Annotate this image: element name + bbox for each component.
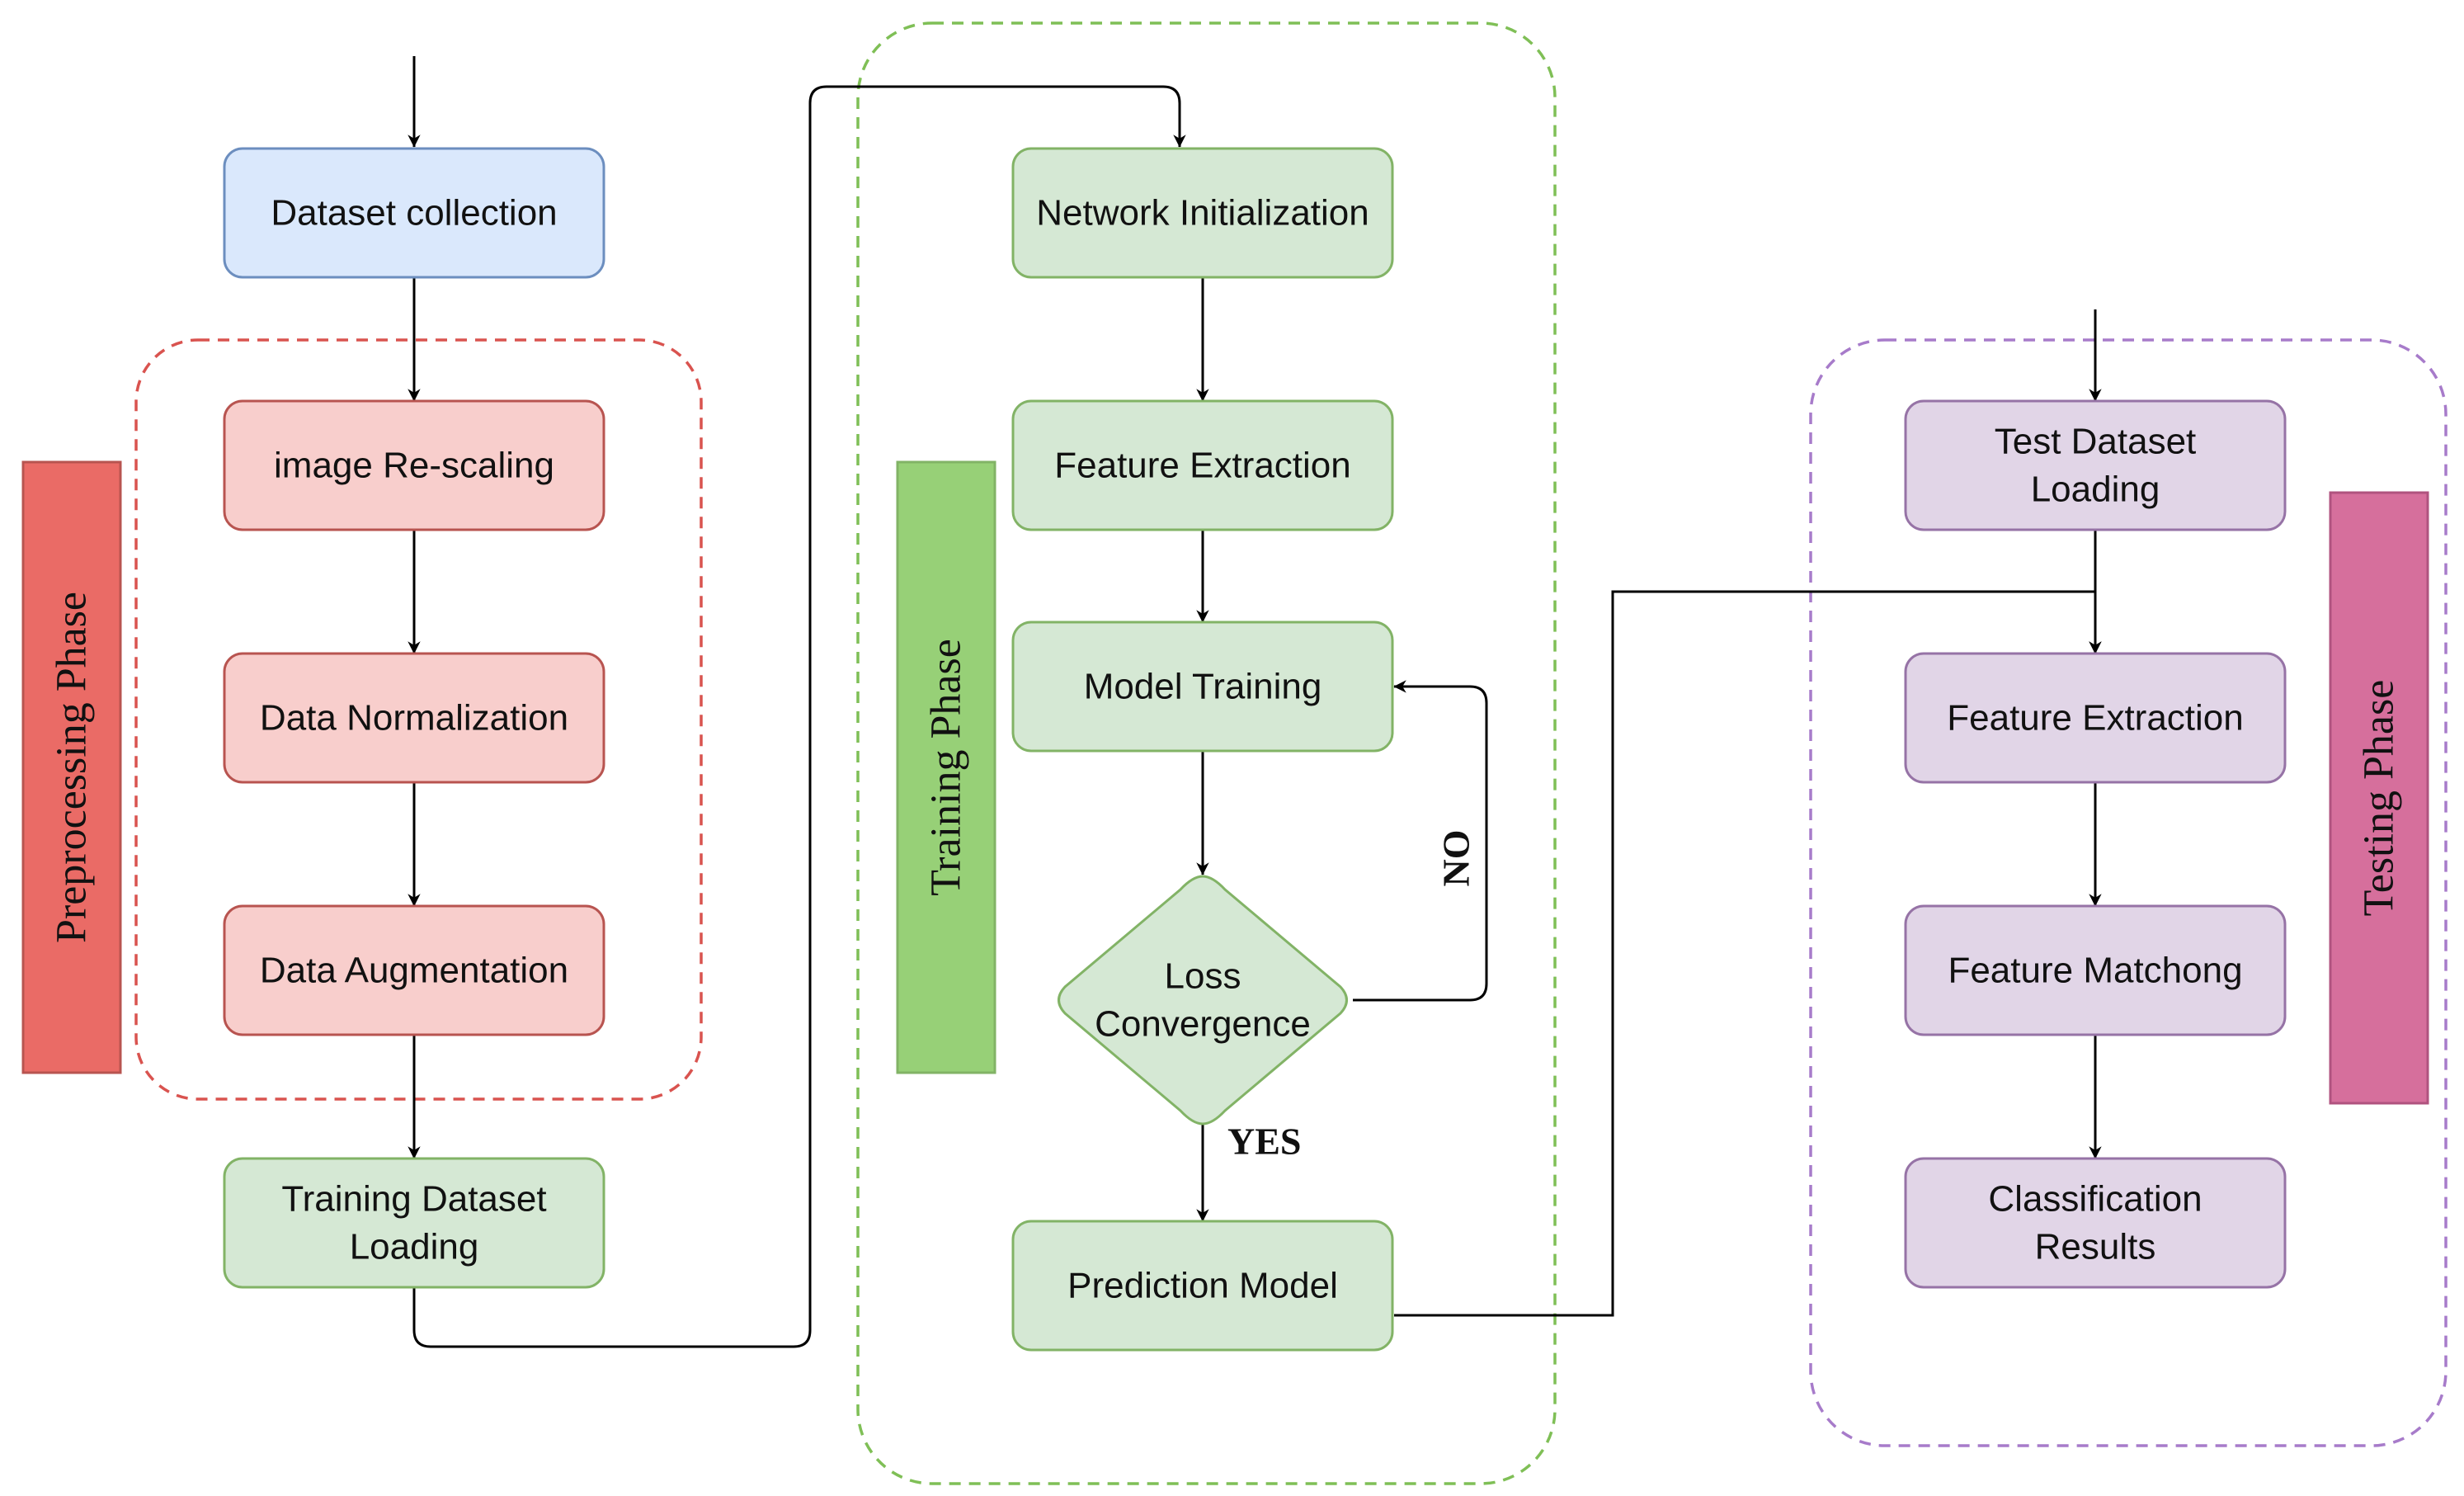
- node-prediction-model-label: Prediction Model: [1067, 1266, 1338, 1306]
- node-dataset-collection-label: Dataset collection: [271, 193, 557, 234]
- connectors: [408, 56, 2102, 1348]
- node-data-normalization-label: Data Normalization: [260, 698, 568, 739]
- training-phase-label: Training Phase: [923, 639, 970, 896]
- node-network-initialization: Network Initialization: [1011, 147, 1394, 279]
- preprocessing-phase-label: Preprocessing Phase: [49, 592, 96, 943]
- node-data-augmentation-label: Data Augmentation: [260, 951, 568, 991]
- node-data-normalization: Data Normalization: [223, 652, 605, 784]
- node-feature-extraction-train: Feature Extraction: [1011, 399, 1394, 531]
- edge-label-yes: YES: [1227, 1121, 1301, 1163]
- node-data-augmentation: Data Augmentation: [223, 904, 605, 1036]
- training-group-border: [856, 21, 1557, 1485]
- testing-phase-label: Testing Phase: [2356, 680, 2403, 917]
- preprocessing-phase-bar: [21, 460, 122, 1074]
- testing-group-border: [1809, 338, 2448, 1447]
- node-image-rescaling-label: image Re-scaling: [274, 446, 554, 486]
- node-feature-matching: Feature Matchong: [1904, 904, 2287, 1036]
- arrow-loss-no-to-model-training: [1353, 680, 1488, 1002]
- arrow-training-loading-to-network-init: [412, 85, 1186, 1348]
- node-prediction-model: Prediction Model: [1011, 1220, 1394, 1352]
- training-phase-bar: [896, 460, 996, 1074]
- node-feature-extraction-train-label: Feature Extraction: [1054, 446, 1351, 486]
- node-model-training-label: Model Training: [1084, 667, 1322, 707]
- node-feature-extraction-test-label: Feature Extraction: [1947, 698, 2244, 739]
- node-model-training: Model Training: [1011, 621, 1394, 753]
- node-feature-matching-label: Feature Matchong: [1948, 951, 2242, 991]
- node-network-initialization-label: Network Initialization: [1036, 193, 1369, 234]
- testing-phase-bar: [2329, 491, 2429, 1105]
- node-image-rescaling: image Re-scaling: [223, 399, 605, 531]
- node-feature-extraction-test: Feature Extraction: [1904, 652, 2287, 784]
- edge-label-no: NO: [1435, 830, 1477, 887]
- preprocessing-group-border: [134, 338, 703, 1101]
- node-dataset-collection: Dataset collection: [223, 147, 605, 279]
